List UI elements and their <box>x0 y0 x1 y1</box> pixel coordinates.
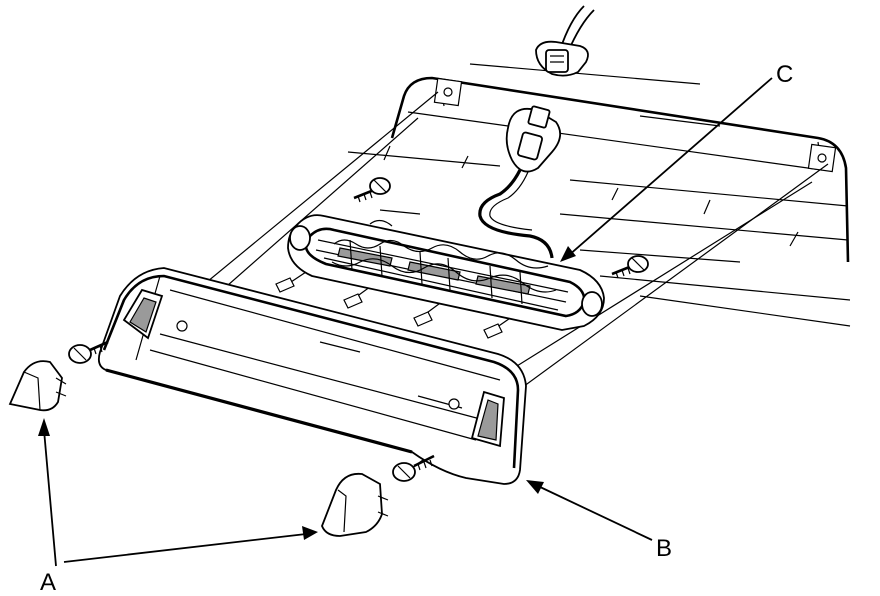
callout-c-label: C <box>776 61 793 88</box>
upper-right-screw <box>611 255 649 279</box>
callout-leaders <box>38 77 773 567</box>
cap-cover-right <box>321 472 389 537</box>
cap-cover-left <box>8 360 67 412</box>
callout-b-label: B <box>656 535 672 562</box>
lower-left-screw <box>68 340 109 364</box>
bulb-2 <box>343 293 363 309</box>
bulb-4 <box>483 323 503 339</box>
lamp-housing <box>287 214 605 331</box>
bulb-1 <box>275 277 295 293</box>
upper-left-screw <box>353 177 391 203</box>
lens-cover <box>97 267 527 485</box>
callout-a-label: A <box>40 569 56 596</box>
bulb-3 <box>413 311 433 327</box>
lower-right-screw <box>392 454 435 482</box>
overhead-wire-connector <box>535 5 595 77</box>
bulb-socket-harness <box>478 105 562 259</box>
